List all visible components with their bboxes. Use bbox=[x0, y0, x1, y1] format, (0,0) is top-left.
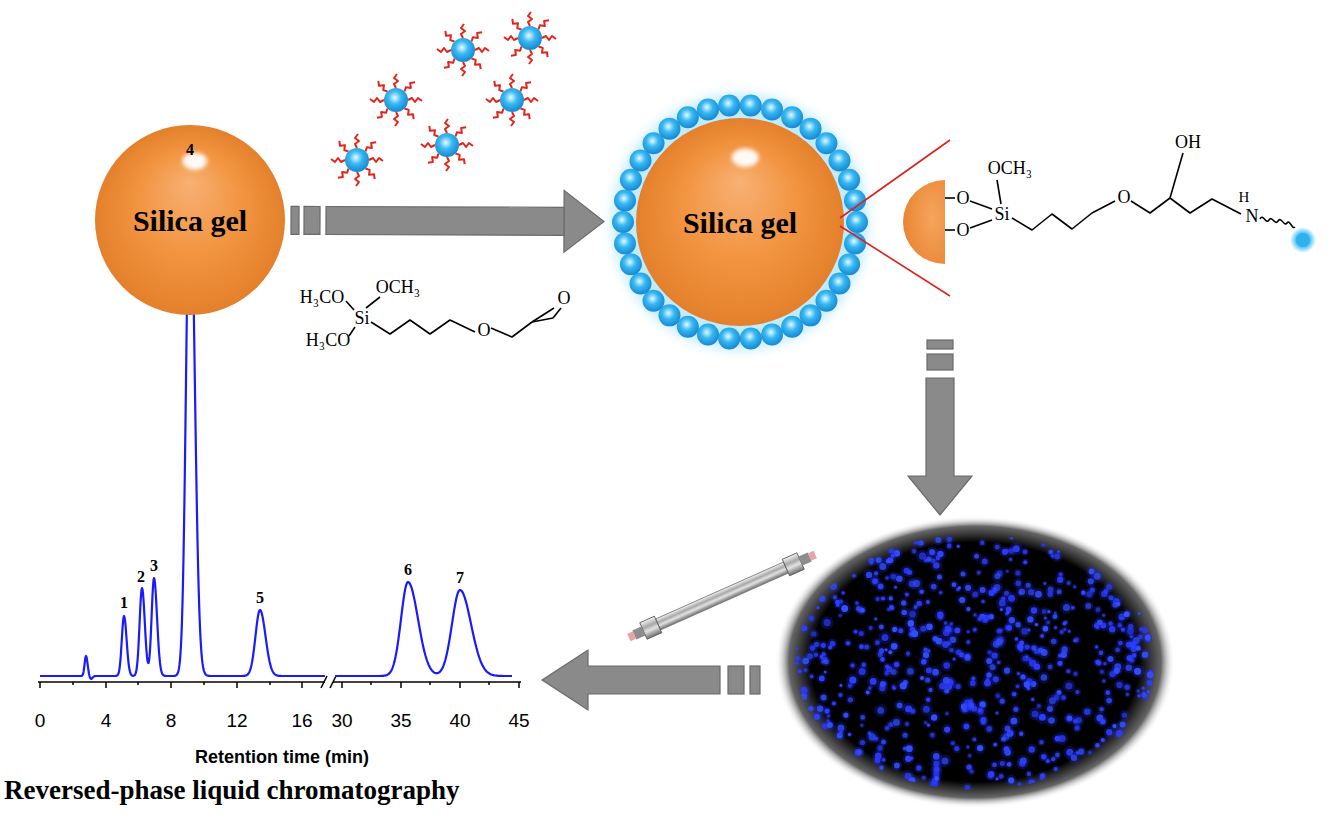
atom-label: OCH₃ bbox=[988, 159, 1032, 177]
atom-label: O bbox=[957, 189, 970, 207]
sphere-label: Silica gel bbox=[683, 206, 797, 239]
atom-label: O bbox=[1118, 188, 1131, 206]
atom-label: Si bbox=[354, 309, 369, 327]
atom-label: H bbox=[1239, 190, 1250, 205]
peak-number: 6 bbox=[404, 562, 412, 578]
caption: Reversed-phase liquid chromatography bbox=[4, 776, 460, 806]
axis-tick-label: 4 bbox=[101, 711, 112, 730]
atom-label: N bbox=[1246, 207, 1259, 225]
peak-number: 7 bbox=[456, 570, 464, 586]
atom-label: OH bbox=[1175, 133, 1201, 151]
peak-number: 5 bbox=[256, 590, 264, 606]
atom-label: O bbox=[478, 321, 491, 339]
peak-number: 4 bbox=[186, 142, 194, 158]
silane-structure bbox=[346, 297, 561, 337]
atom-label: H₃CO bbox=[300, 288, 344, 306]
axis-tick-label: 0 bbox=[35, 711, 46, 730]
process-arrow-down bbox=[908, 340, 972, 515]
atom-label: O bbox=[957, 221, 970, 239]
axis-tick-label: 8 bbox=[166, 711, 177, 730]
grafted-structure bbox=[903, 153, 1316, 264]
peak-number: 2 bbox=[137, 569, 145, 585]
axis-tick-label: 30 bbox=[331, 711, 352, 730]
peak-number: 3 bbox=[150, 558, 158, 574]
process-arrow-left bbox=[542, 650, 760, 710]
atom-label: Si bbox=[994, 205, 1009, 223]
atom-label: OCH₃ bbox=[376, 278, 420, 296]
atom-label: O bbox=[558, 289, 571, 307]
quantum-dots bbox=[331, 12, 556, 186]
process-arrow bbox=[291, 189, 604, 252]
axis-tick-label: 45 bbox=[508, 711, 529, 730]
sphere-label: Silica gel bbox=[133, 204, 247, 237]
silica-sphere: Silica gel bbox=[610, 92, 870, 352]
axis-tick-label: 16 bbox=[291, 711, 312, 730]
peak-number: 1 bbox=[120, 595, 128, 611]
axis-title: Retention time (min) bbox=[195, 748, 369, 766]
axis-tick-label: 12 bbox=[226, 711, 247, 730]
axis-tick-label: 35 bbox=[390, 711, 411, 730]
atom-label: H₃CO bbox=[306, 331, 350, 349]
axis-tick-label: 40 bbox=[449, 711, 470, 730]
hplc-column bbox=[625, 546, 819, 645]
fluorescence-image bbox=[775, 516, 1175, 808]
